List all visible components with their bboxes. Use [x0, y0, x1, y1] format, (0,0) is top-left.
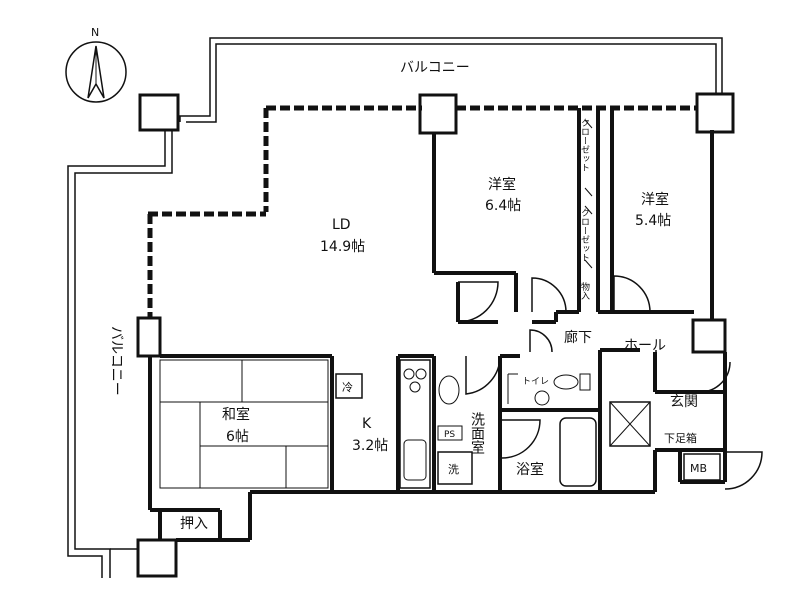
- bathtub-icon: [559, 417, 597, 487]
- toilet-label: トイレ: [522, 377, 549, 387]
- balcony-top-label: バルコニー: [400, 60, 470, 76]
- closet-hatching: [584, 119, 593, 269]
- washer-box: [437, 451, 473, 485]
- structural-columns: [136, 92, 735, 578]
- washbasin-icon: [438, 375, 460, 405]
- room-western-a-size: 6.4帖: [485, 198, 521, 214]
- fixtures: [335, 359, 721, 489]
- balcony-left-label: バルコニー: [108, 326, 124, 396]
- room-japanese-size: 6帖: [226, 429, 249, 445]
- mb-label: MB: [690, 462, 707, 475]
- washer-label: 洗: [448, 463, 459, 476]
- fridge-label: 冷: [342, 381, 353, 394]
- column-top-center: [418, 93, 458, 135]
- ps-box: [437, 425, 463, 441]
- mb-box: [683, 453, 721, 481]
- washroom-label: 洗面室: [469, 412, 485, 454]
- room-kitchen-size: 3.2帖: [352, 438, 388, 454]
- room-japanese-name: 和室: [222, 406, 250, 423]
- compass-circle-icon: [65, 41, 127, 103]
- fridge-box: [335, 373, 363, 399]
- toilet-tank-icon: [579, 373, 591, 391]
- column-nw: [138, 93, 180, 132]
- room-kitchen-name: K: [362, 416, 372, 432]
- oshiire-label: 押入: [180, 516, 208, 532]
- stove-burner-icon: [409, 381, 421, 393]
- balcony-outline: [67, 37, 723, 578]
- bathroom-label: 浴室: [516, 461, 544, 478]
- toilet-seat-icon: [534, 390, 550, 406]
- kitchen-sink-icon: [403, 439, 427, 481]
- column-west: [136, 316, 162, 358]
- entrance-label: 玄関: [670, 393, 698, 410]
- room-western-b-size: 5.4帖: [635, 213, 671, 229]
- stove-burner-icon: [415, 368, 427, 380]
- labels: バルコニー バルコニー LD 14.9帖 洋室 6.4帖 洋室 5.4帖 和室 …: [108, 60, 707, 532]
- stove-burner-icon: [403, 368, 415, 380]
- shoe-box-cabinet: [609, 401, 651, 447]
- room-ld-size: 14.9帖: [320, 239, 365, 255]
- closet-2-label: クローゼット: [579, 208, 590, 262]
- compass-north-label: N: [91, 26, 99, 39]
- tatami-mats: [159, 359, 329, 489]
- room-western-b-name: 洋室: [641, 191, 669, 208]
- closet-1-label: クローゼット: [579, 118, 590, 172]
- corridor-label: 廊下: [564, 329, 592, 346]
- column-east: [691, 318, 727, 354]
- compass: N: [65, 26, 127, 103]
- shoe-box-label: 下足箱: [664, 431, 697, 445]
- doors: [457, 275, 763, 490]
- exterior-walls: [147, 105, 727, 542]
- column-ne: [695, 92, 735, 134]
- hall-label: ホール: [624, 338, 666, 354]
- toilet-bowl-icon: [553, 374, 579, 390]
- kitchen-counter: [399, 359, 431, 489]
- room-western-a-name: 洋室: [488, 176, 516, 193]
- ps-label: PS: [444, 430, 455, 440]
- column-sw: [136, 538, 178, 578]
- interior-walls: [160, 108, 725, 540]
- storage-small-label: 物入: [579, 281, 590, 300]
- room-ld-name: LD: [332, 217, 351, 233]
